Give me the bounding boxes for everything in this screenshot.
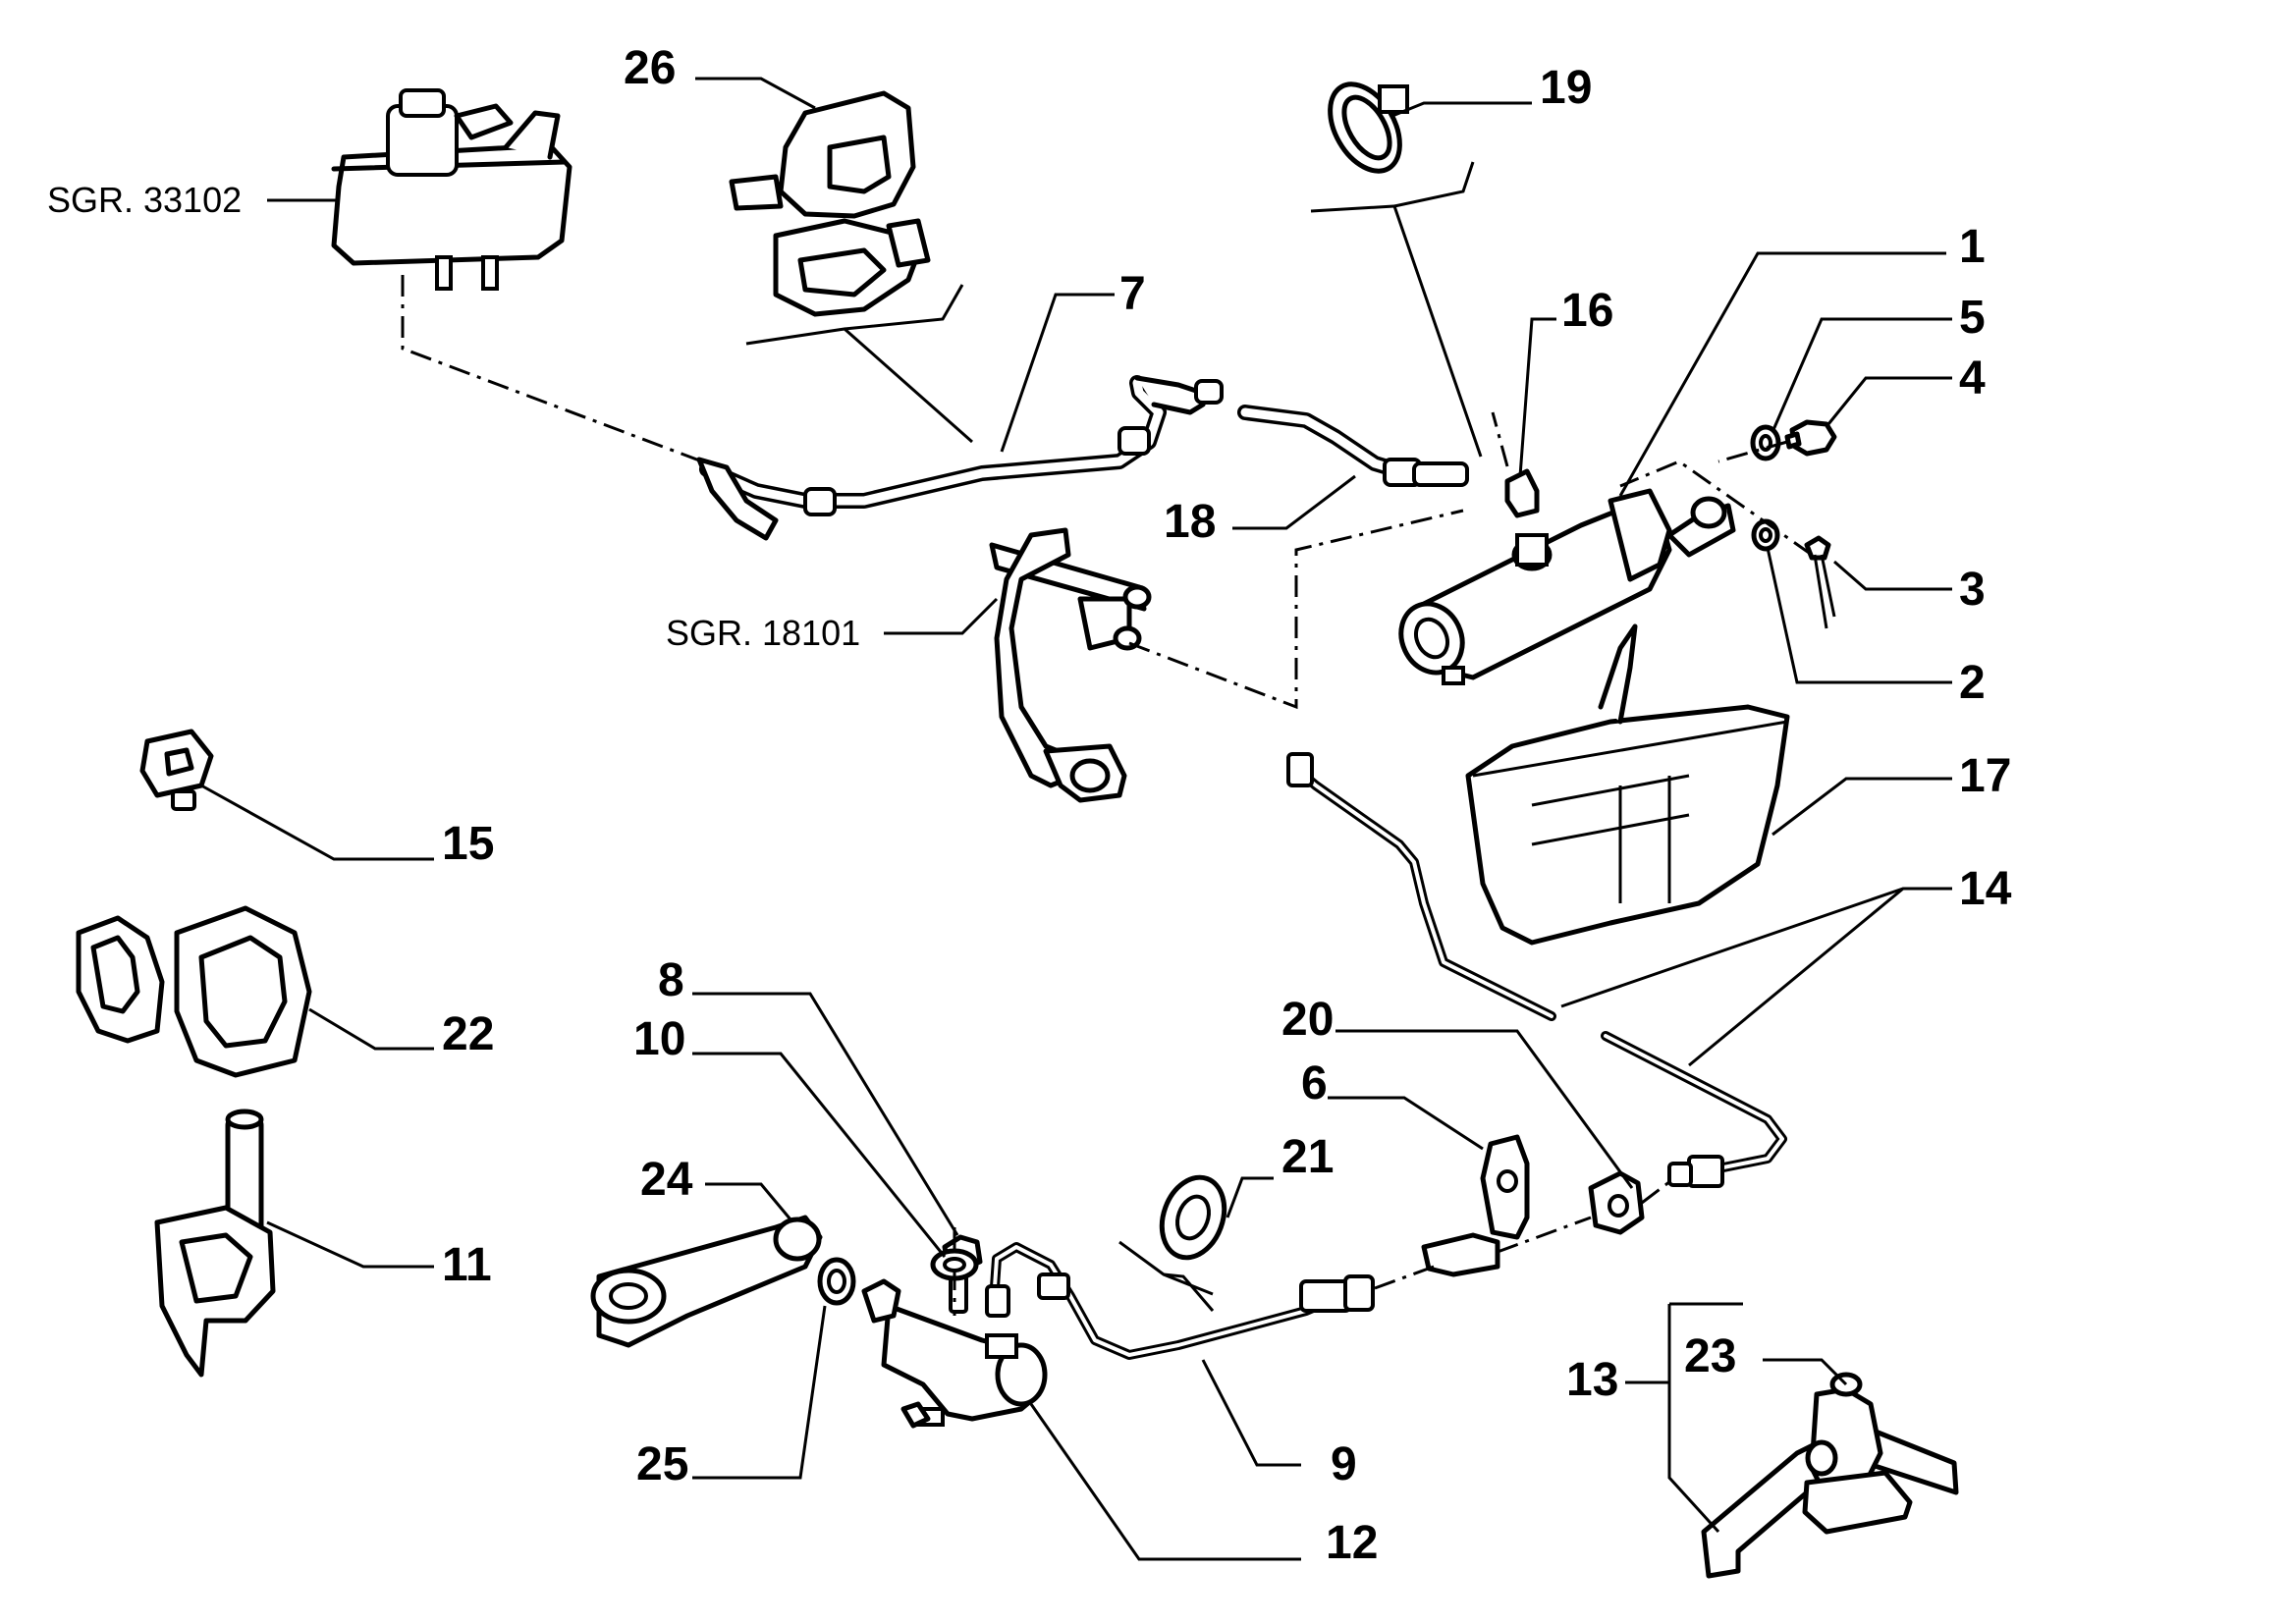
clip-23: [1802, 1372, 1913, 1535]
callout-14: 14: [1959, 863, 2012, 915]
callout-19: 19: [1540, 62, 1593, 114]
callout-6: 6: [1301, 1057, 1328, 1110]
callout-8: 8: [658, 954, 684, 1006]
slave-cylinder-12: [861, 1278, 1048, 1429]
clamp-19: [1328, 81, 1409, 174]
grommet-21: [1159, 1174, 1227, 1261]
callout-7: 7: [1119, 268, 1146, 320]
callout-2: 2: [1959, 657, 1986, 709]
callout-20: 20: [1281, 994, 1335, 1046]
callout-12: 12: [1326, 1517, 1379, 1569]
callout-18: 18: [1164, 496, 1217, 548]
leader-lines: [200, 77, 1952, 1561]
callout-26: 26: [624, 42, 677, 94]
assembly-lines: [401, 275, 1813, 1316]
callout-25: 25: [636, 1438, 689, 1490]
callout-15: 15: [442, 818, 495, 870]
pipe-9: [985, 1242, 1375, 1360]
split-pin-3: [1804, 535, 1836, 629]
callout-sgr-18101: SGR. 18101: [666, 613, 861, 653]
callout-22: 22: [442, 1008, 495, 1060]
fluid-reservoir: [331, 88, 572, 291]
double-clip-22: [76, 905, 312, 1078]
bracket-6: [1421, 1134, 1530, 1277]
pipe-14-upper: [1286, 752, 1556, 1021]
bracket-tray-17: [1465, 623, 1790, 946]
callout-21: 21: [1281, 1131, 1335, 1183]
bolt-4: [1784, 419, 1837, 457]
clip-20: [1588, 1170, 1645, 1235]
callout-16: 16: [1561, 285, 1614, 337]
clutch-pedal: [989, 527, 1152, 803]
nut-15: [139, 729, 214, 811]
callout-13: 13: [1566, 1354, 1619, 1406]
callout-11: 11: [442, 1239, 492, 1291]
clip-11: [154, 1109, 276, 1378]
hose-7: [696, 375, 1224, 541]
callout-4: 4: [1959, 352, 1986, 405]
callout-23: 23: [1684, 1330, 1737, 1382]
callout-1: 1: [1959, 221, 1986, 273]
washer-25: [817, 1257, 856, 1306]
callout-5: 5: [1959, 292, 1986, 344]
callout-3: 3: [1959, 564, 1986, 616]
fitting-16: [1504, 468, 1540, 518]
callout-17: 17: [1959, 750, 2012, 802]
callout-10: 10: [633, 1013, 686, 1065]
lever-24: [590, 1215, 823, 1348]
washer-2: [1751, 518, 1780, 552]
washer-10: [930, 1248, 979, 1281]
clip-26: [729, 90, 931, 317]
pipe-14-lower: [1601, 1031, 1787, 1188]
washer-5: [1750, 424, 1781, 461]
master-cylinder-1: [1398, 488, 1736, 685]
callout-9: 9: [1331, 1438, 1357, 1490]
callout-24: 24: [640, 1154, 693, 1206]
callout-sgr-33102: SGR. 33102: [47, 180, 243, 220]
hose-18: [1237, 405, 1469, 487]
